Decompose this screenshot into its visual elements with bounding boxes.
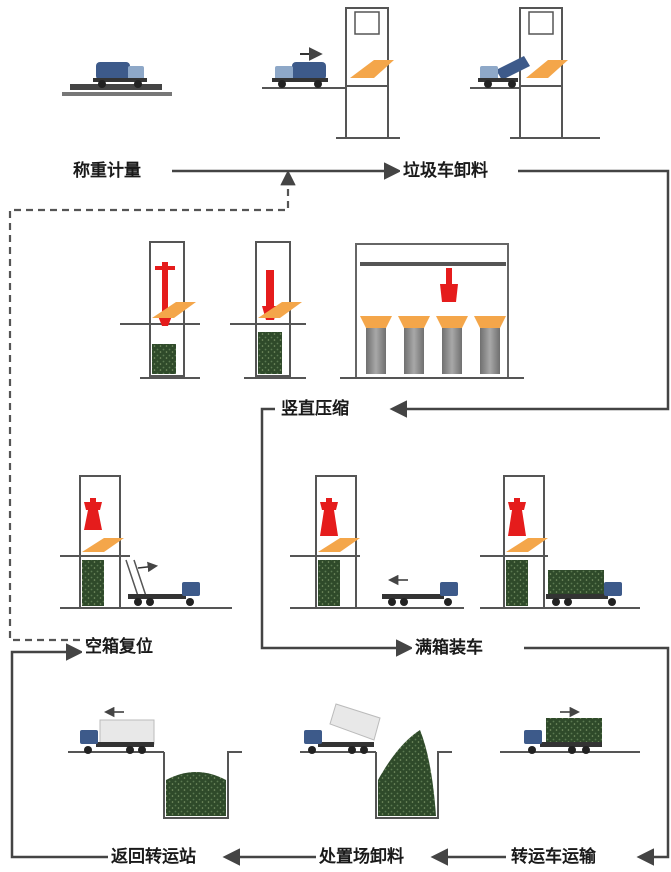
label-weigh: 称重计量 (70, 160, 144, 182)
label-empty-box-reset: 空箱复位 (82, 636, 156, 658)
disposal-scene (300, 703, 452, 819)
arrow-unload-to-compress (389, 169, 670, 418)
garbage-truck (93, 62, 147, 88)
arrow-compress-to-load (260, 407, 414, 657)
reset-scene (60, 475, 232, 609)
label-return-station: 返回转运站 (108, 846, 199, 868)
arrow-load-to-transport (524, 646, 670, 866)
label-vertical-compress: 竖直压缩 (278, 398, 352, 420)
unload-scene-2 (470, 7, 600, 139)
compress-scene-2 (230, 241, 306, 379)
transport-scene (500, 706, 640, 754)
compress-scene-1 (120, 241, 200, 379)
flow-arrows (10, 162, 670, 866)
containers (360, 316, 506, 374)
load-scene-1 (290, 475, 464, 609)
unload-scene-1 (262, 7, 400, 139)
label-truck-unload: 垃圾车卸料 (400, 160, 491, 182)
label-disposal-unload: 处置场卸料 (316, 846, 407, 868)
return-scene (68, 706, 242, 819)
compress-scene-3 (340, 243, 524, 379)
arrow-return-to-reset (10, 643, 112, 859)
load-scene-2 (480, 475, 640, 609)
weigh-scene (62, 62, 172, 96)
label-transfer-transport: 转运车运输 (508, 846, 599, 868)
label-full-box-load: 满箱装车 (412, 637, 486, 659)
